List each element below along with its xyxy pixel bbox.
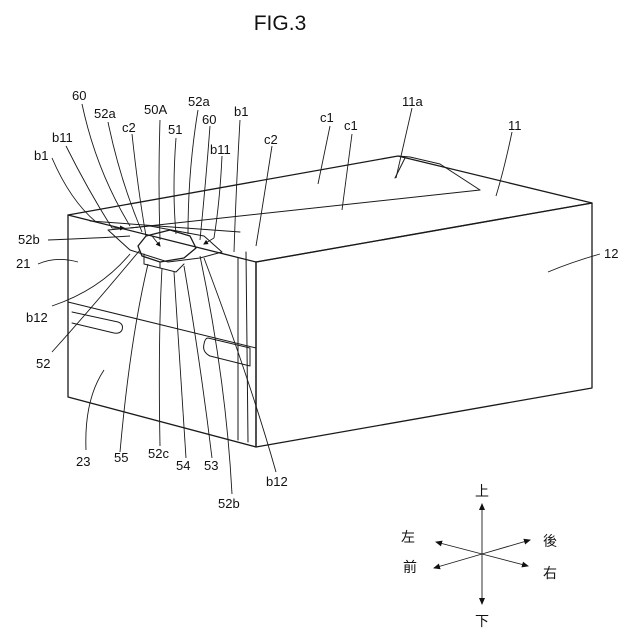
- label-c2a: c2: [122, 120, 136, 135]
- side-panel-12: [256, 203, 592, 447]
- arrow-back: [482, 540, 530, 554]
- dir-left-label: 左: [401, 530, 415, 546]
- label-60b: 60: [202, 112, 216, 127]
- label-b12b: b12: [266, 474, 288, 489]
- leader-b12a: [52, 254, 130, 306]
- label-c2b: c2: [264, 132, 278, 147]
- leader-11a: [396, 108, 412, 178]
- label-54: 54: [176, 458, 190, 473]
- reference-labels: 60 52a 50A 52a b1 11a c1 c1 11 c2 51 60 …: [16, 88, 618, 511]
- leader-b11b: [214, 156, 222, 238]
- leader-50A: [159, 120, 160, 240]
- arrow-left: [436, 542, 482, 554]
- dir-front-label: 前: [403, 559, 417, 576]
- leader-11: [496, 132, 512, 196]
- label-52b1: 52b: [18, 232, 40, 247]
- leader-52a2: [188, 110, 198, 234]
- leader-23: [86, 370, 104, 450]
- hand-hole-right: [204, 338, 250, 366]
- label-23: 23: [76, 454, 90, 469]
- label-b1l: b1: [34, 148, 48, 163]
- label-21: 21: [16, 256, 30, 271]
- dir-back-label: 後: [543, 534, 557, 550]
- leader-c2a: [132, 134, 146, 236]
- leader-c1b: [342, 134, 352, 210]
- carton-box: [68, 156, 592, 447]
- dir-down-label: 下: [475, 614, 489, 630]
- label-52b2: 52b: [218, 496, 240, 511]
- label-51: 51: [168, 122, 182, 137]
- label-11: 11: [508, 118, 522, 133]
- dir-up-label: 上: [475, 484, 489, 500]
- leader-c2b: [256, 146, 272, 246]
- leader-55: [120, 264, 148, 452]
- label-b11a: b11: [52, 130, 73, 145]
- dir-right-label: 右: [543, 566, 557, 582]
- leader-51: [174, 138, 176, 234]
- label-55: 55: [114, 450, 128, 465]
- direction-indicator: 上 下 左 前 後 右: [401, 484, 557, 630]
- label-52a1: 52a: [94, 106, 116, 121]
- arrow-front: [434, 554, 482, 568]
- label-11a: 11a: [402, 94, 423, 109]
- label-52: 52: [36, 356, 50, 371]
- leader-52c: [159, 268, 162, 446]
- leader-21: [38, 259, 78, 264]
- front-panel: [68, 215, 256, 447]
- label-c1b: c1: [344, 118, 358, 133]
- figure-title: FIG.3: [254, 12, 307, 35]
- label-b11b: b11: [210, 142, 231, 157]
- label-50A: 50A: [144, 102, 167, 117]
- top-panel-11: [68, 156, 592, 262]
- hand-hole-left: [72, 312, 123, 333]
- leader-b12b: [204, 258, 276, 472]
- leader-54: [174, 272, 186, 458]
- label-b1t: b1: [234, 104, 248, 119]
- label-52a2: 52a: [188, 94, 210, 109]
- label-12: 12: [604, 246, 618, 261]
- leader-c1a: [318, 126, 330, 184]
- label-53: 53: [204, 458, 218, 473]
- front-divider: [68, 302, 256, 348]
- label-c1a: c1: [320, 110, 334, 125]
- label-b12a: b12: [26, 310, 48, 325]
- label-60a: 60: [72, 88, 86, 103]
- top-crease-line: [130, 190, 480, 228]
- arrow-right: [482, 554, 528, 566]
- leader-60b: [200, 126, 210, 240]
- label-52c: 52c: [148, 446, 169, 461]
